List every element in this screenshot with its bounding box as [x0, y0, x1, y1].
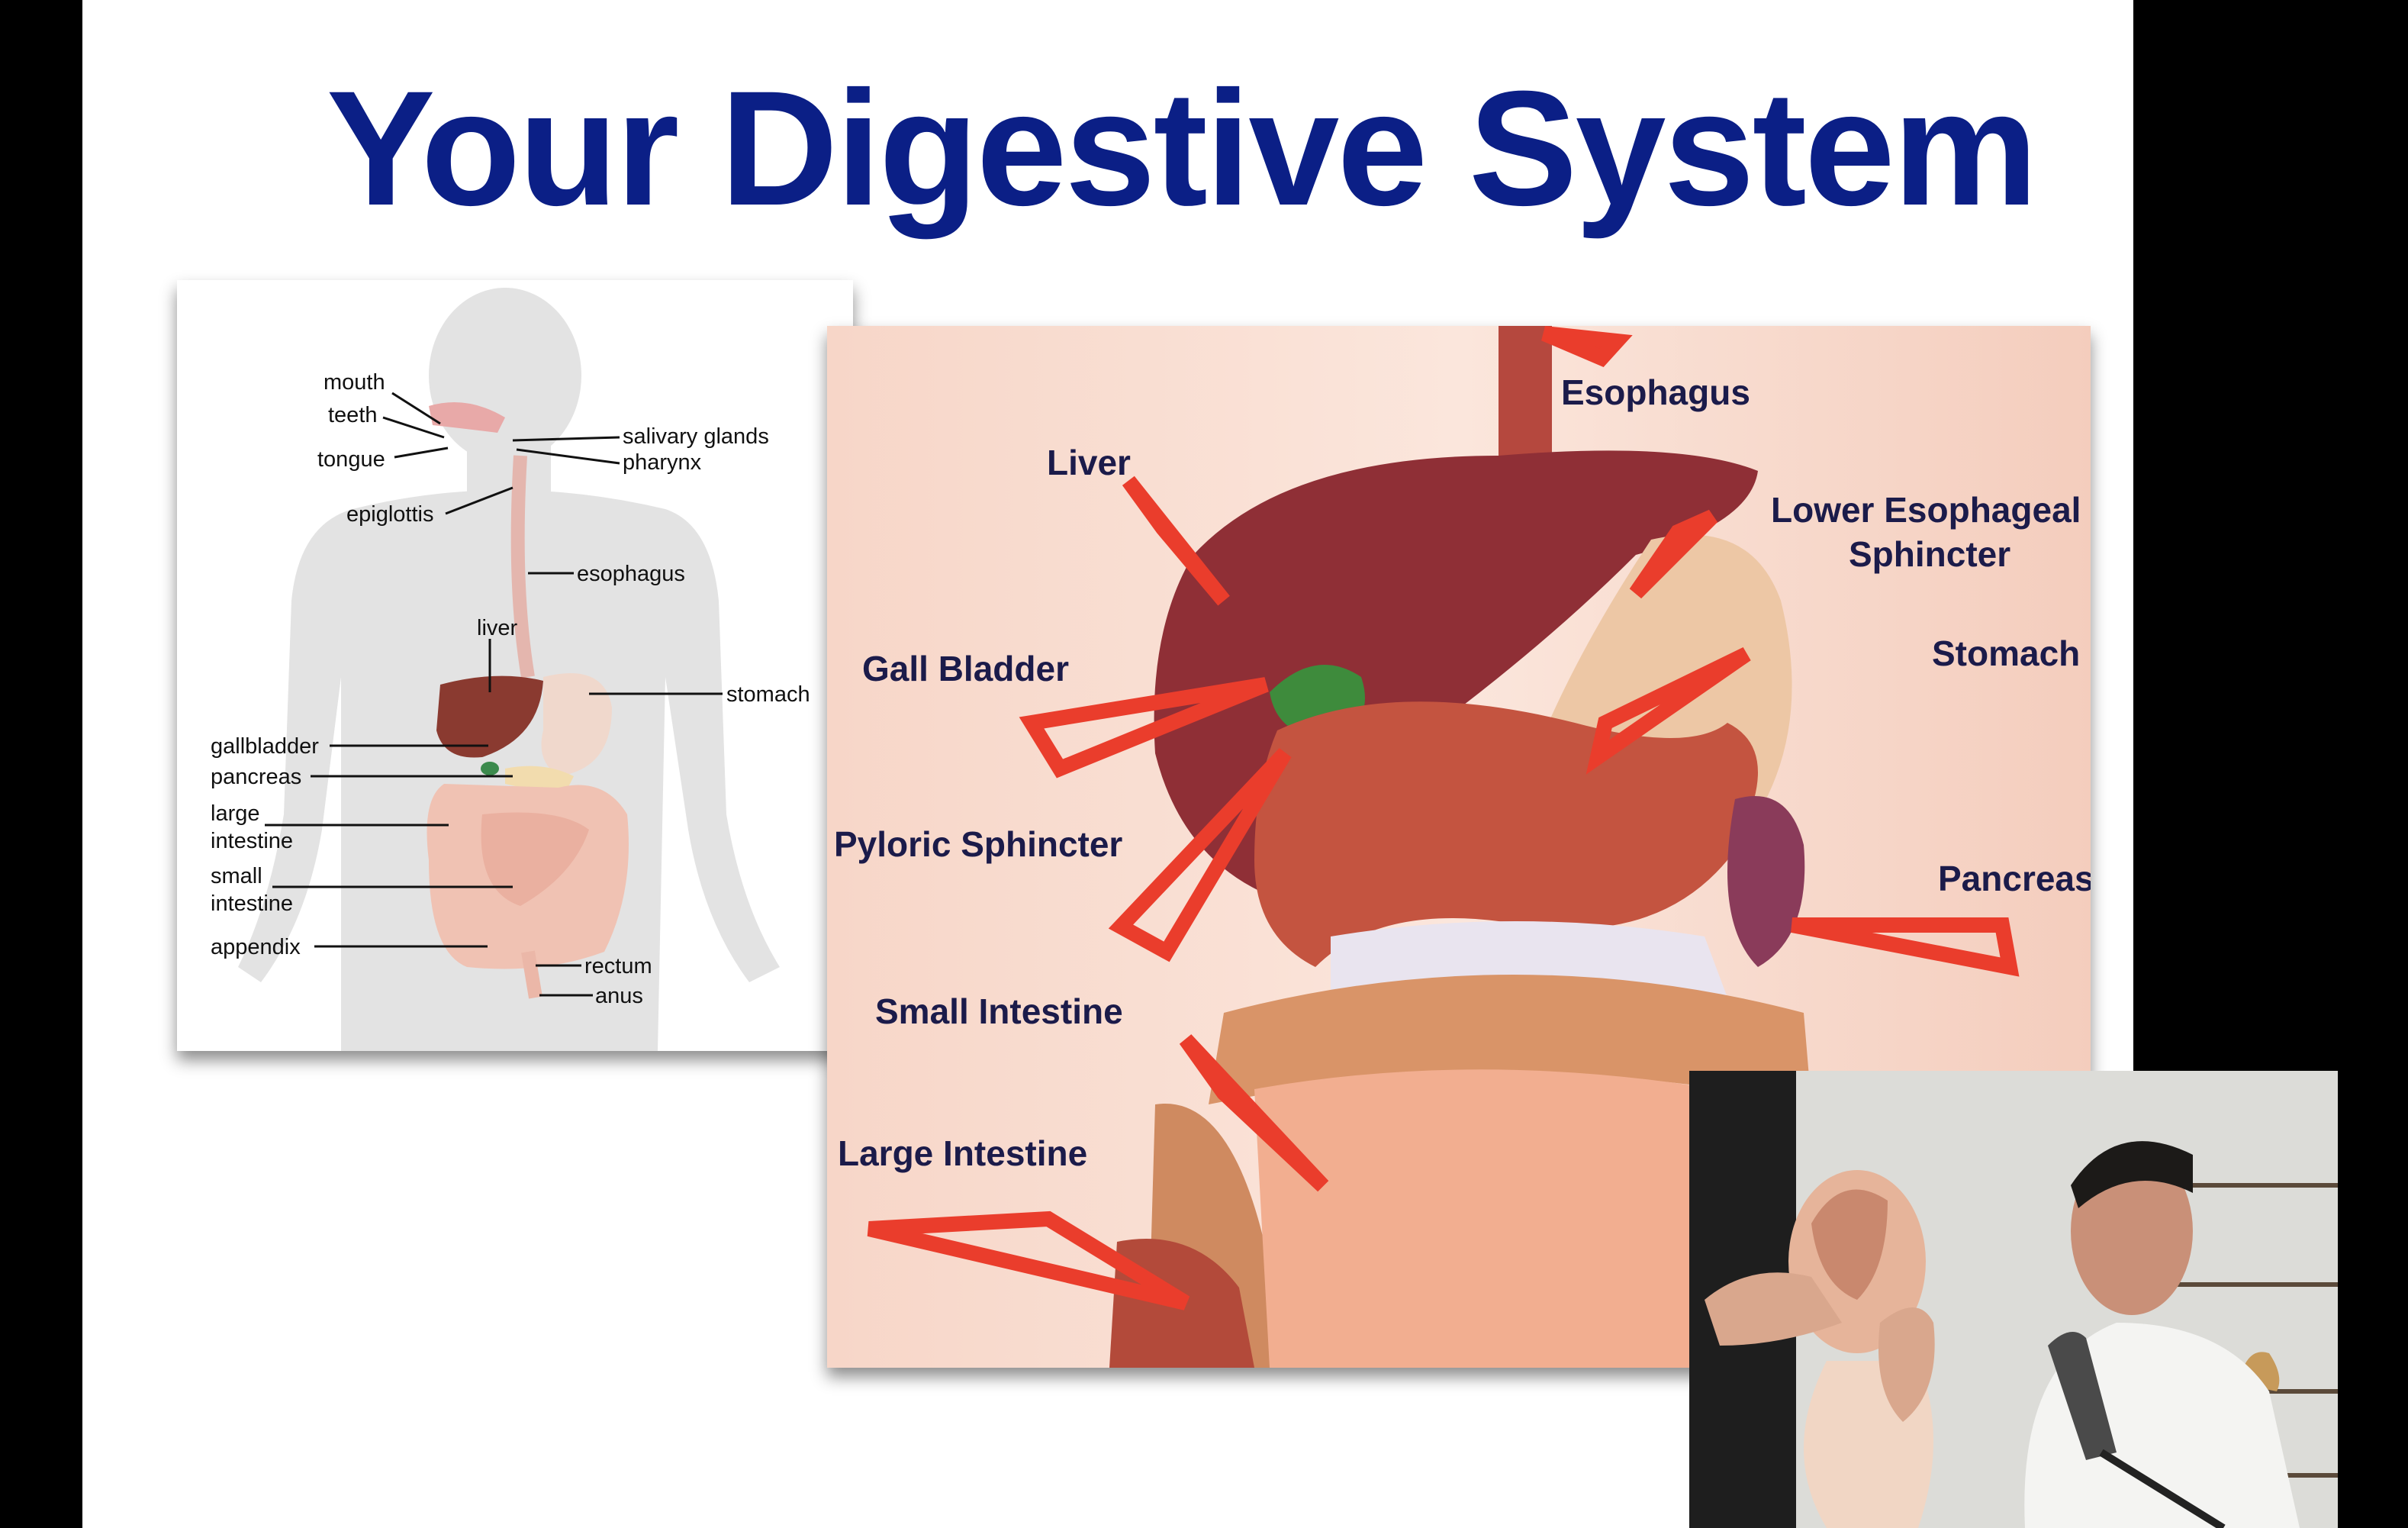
label-large-intestine-2: intestine — [211, 829, 293, 853]
label-pyloric: Pyloric Sphincter — [834, 824, 1122, 864]
label-salivary-glands: salivary glands — [623, 424, 769, 449]
slide-title: Your Digestive System — [326, 57, 2038, 240]
label-liver: liver — [477, 616, 518, 640]
body-diagram: mouth teeth tongue epiglottis salivary g… — [211, 288, 810, 1051]
presenter-video[interactable] — [1689, 1071, 2338, 1528]
label-epiglottis: epiglottis — [346, 502, 433, 527]
label-teeth: teeth — [328, 403, 378, 427]
organs — [427, 402, 629, 999]
presenter-hand-left — [1705, 1272, 1842, 1346]
label-small-intestine-2: intestine — [211, 891, 293, 916]
label-esophagus: esophagus — [577, 562, 685, 586]
label-pharynx: pharynx — [623, 450, 702, 475]
label-pancreas: pancreas — [211, 765, 301, 789]
illustration-labels: Esophagus Liver Lower Esophageal Sphinct… — [834, 372, 2091, 1173]
arrow-les — [1629, 509, 1718, 599]
label-small-intestine-1: small — [211, 864, 262, 888]
microphone — [2048, 1332, 2117, 1460]
label-small-intestine: Small Intestine — [875, 991, 1123, 1031]
arrow-large-intestine — [867, 1210, 1190, 1310]
label-anus: anus — [595, 984, 643, 1008]
arrow-pyloric — [1108, 748, 1292, 962]
presenter-video-frame — [1689, 1071, 2338, 1528]
arrow-small-intestine — [1179, 1034, 1329, 1192]
leader-lines — [265, 392, 723, 997]
arrow-stomach — [1585, 647, 1751, 775]
label-large-intestine-1: large — [211, 801, 260, 826]
presenter-hair — [2071, 1141, 2193, 1208]
label-rectum: rectum — [584, 954, 652, 978]
body-diagram-panel: mouth teeth tongue epiglottis salivary g… — [177, 280, 853, 1051]
arrow-esophagus — [1541, 326, 1633, 367]
label-tongue: tongue — [317, 447, 385, 472]
label-les-1: Lower Esophageal — [1771, 490, 2081, 530]
label-stomach: Stomach — [1932, 633, 2080, 673]
presenter-hand-right — [1878, 1307, 1935, 1422]
label-appendix: appendix — [211, 935, 301, 959]
arrow-pancrease — [1791, 917, 2020, 977]
label-liver: Liver — [1047, 443, 1131, 482]
diagram-labels: mouth teeth tongue epiglottis salivary g… — [211, 370, 810, 1008]
label-stomach: stomach — [726, 682, 810, 707]
label-gall-bladder: Gall Bladder — [862, 649, 1069, 688]
label-esophagus: Esophagus — [1561, 372, 1750, 412]
pointer-arrows — [867, 326, 2020, 1310]
label-pancrease: Pancrease — [1938, 859, 2091, 898]
label-les-2: Sphincter — [1849, 534, 2010, 574]
arrow-gall-bladder — [1019, 677, 1269, 779]
label-gallbladder: gallbladder — [211, 734, 319, 759]
arrow-liver — [1122, 475, 1230, 606]
label-large-intestine: Large Intestine — [838, 1133, 1087, 1173]
label-mouth: mouth — [324, 370, 385, 395]
